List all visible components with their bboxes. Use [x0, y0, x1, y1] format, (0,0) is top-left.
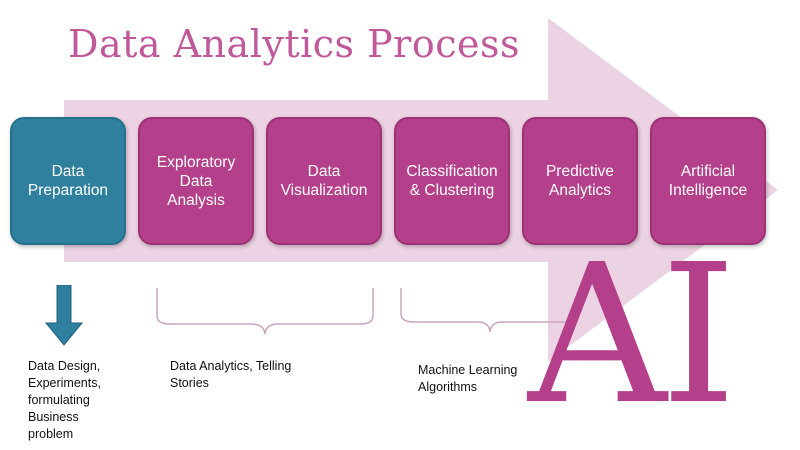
note-machine-learning: Machine Learning Algorithms — [418, 363, 518, 394]
step-data-visualization[interactable]: Data Visualization — [266, 117, 382, 245]
note-data-analytics: Data Analytics, Telling Stories — [170, 359, 292, 390]
step-classification-clustering[interactable]: Classification & Clustering — [394, 117, 510, 245]
page-title: Data Analytics Process — [68, 22, 520, 66]
brace-analytics — [156, 288, 374, 335]
ai-graphic-text: AI — [528, 224, 736, 447]
step-label: Data Visualization — [280, 163, 368, 199]
step-label: Data Preparation — [27, 163, 109, 199]
step-label: Exploratory Data Analysis — [156, 153, 236, 209]
step-label: Classification & Clustering — [406, 163, 498, 199]
step-exploratory-data-analysis[interactable]: Exploratory Data Analysis — [138, 117, 254, 245]
brace-machine-learning — [400, 288, 580, 333]
step-data-preparation[interactable]: Data Preparation — [10, 117, 126, 245]
step-label: Artificial Intelligence — [668, 163, 748, 199]
note-data-design: Data Design, Experiments, formulating Bu… — [28, 359, 101, 441]
step-artificial-intelligence[interactable]: Artificial Intelligence — [650, 117, 766, 245]
down-arrow-icon — [44, 285, 84, 346]
step-predictive-analytics[interactable]: Predictive Analytics — [522, 117, 638, 245]
step-label: Predictive Analytics — [545, 163, 615, 199]
